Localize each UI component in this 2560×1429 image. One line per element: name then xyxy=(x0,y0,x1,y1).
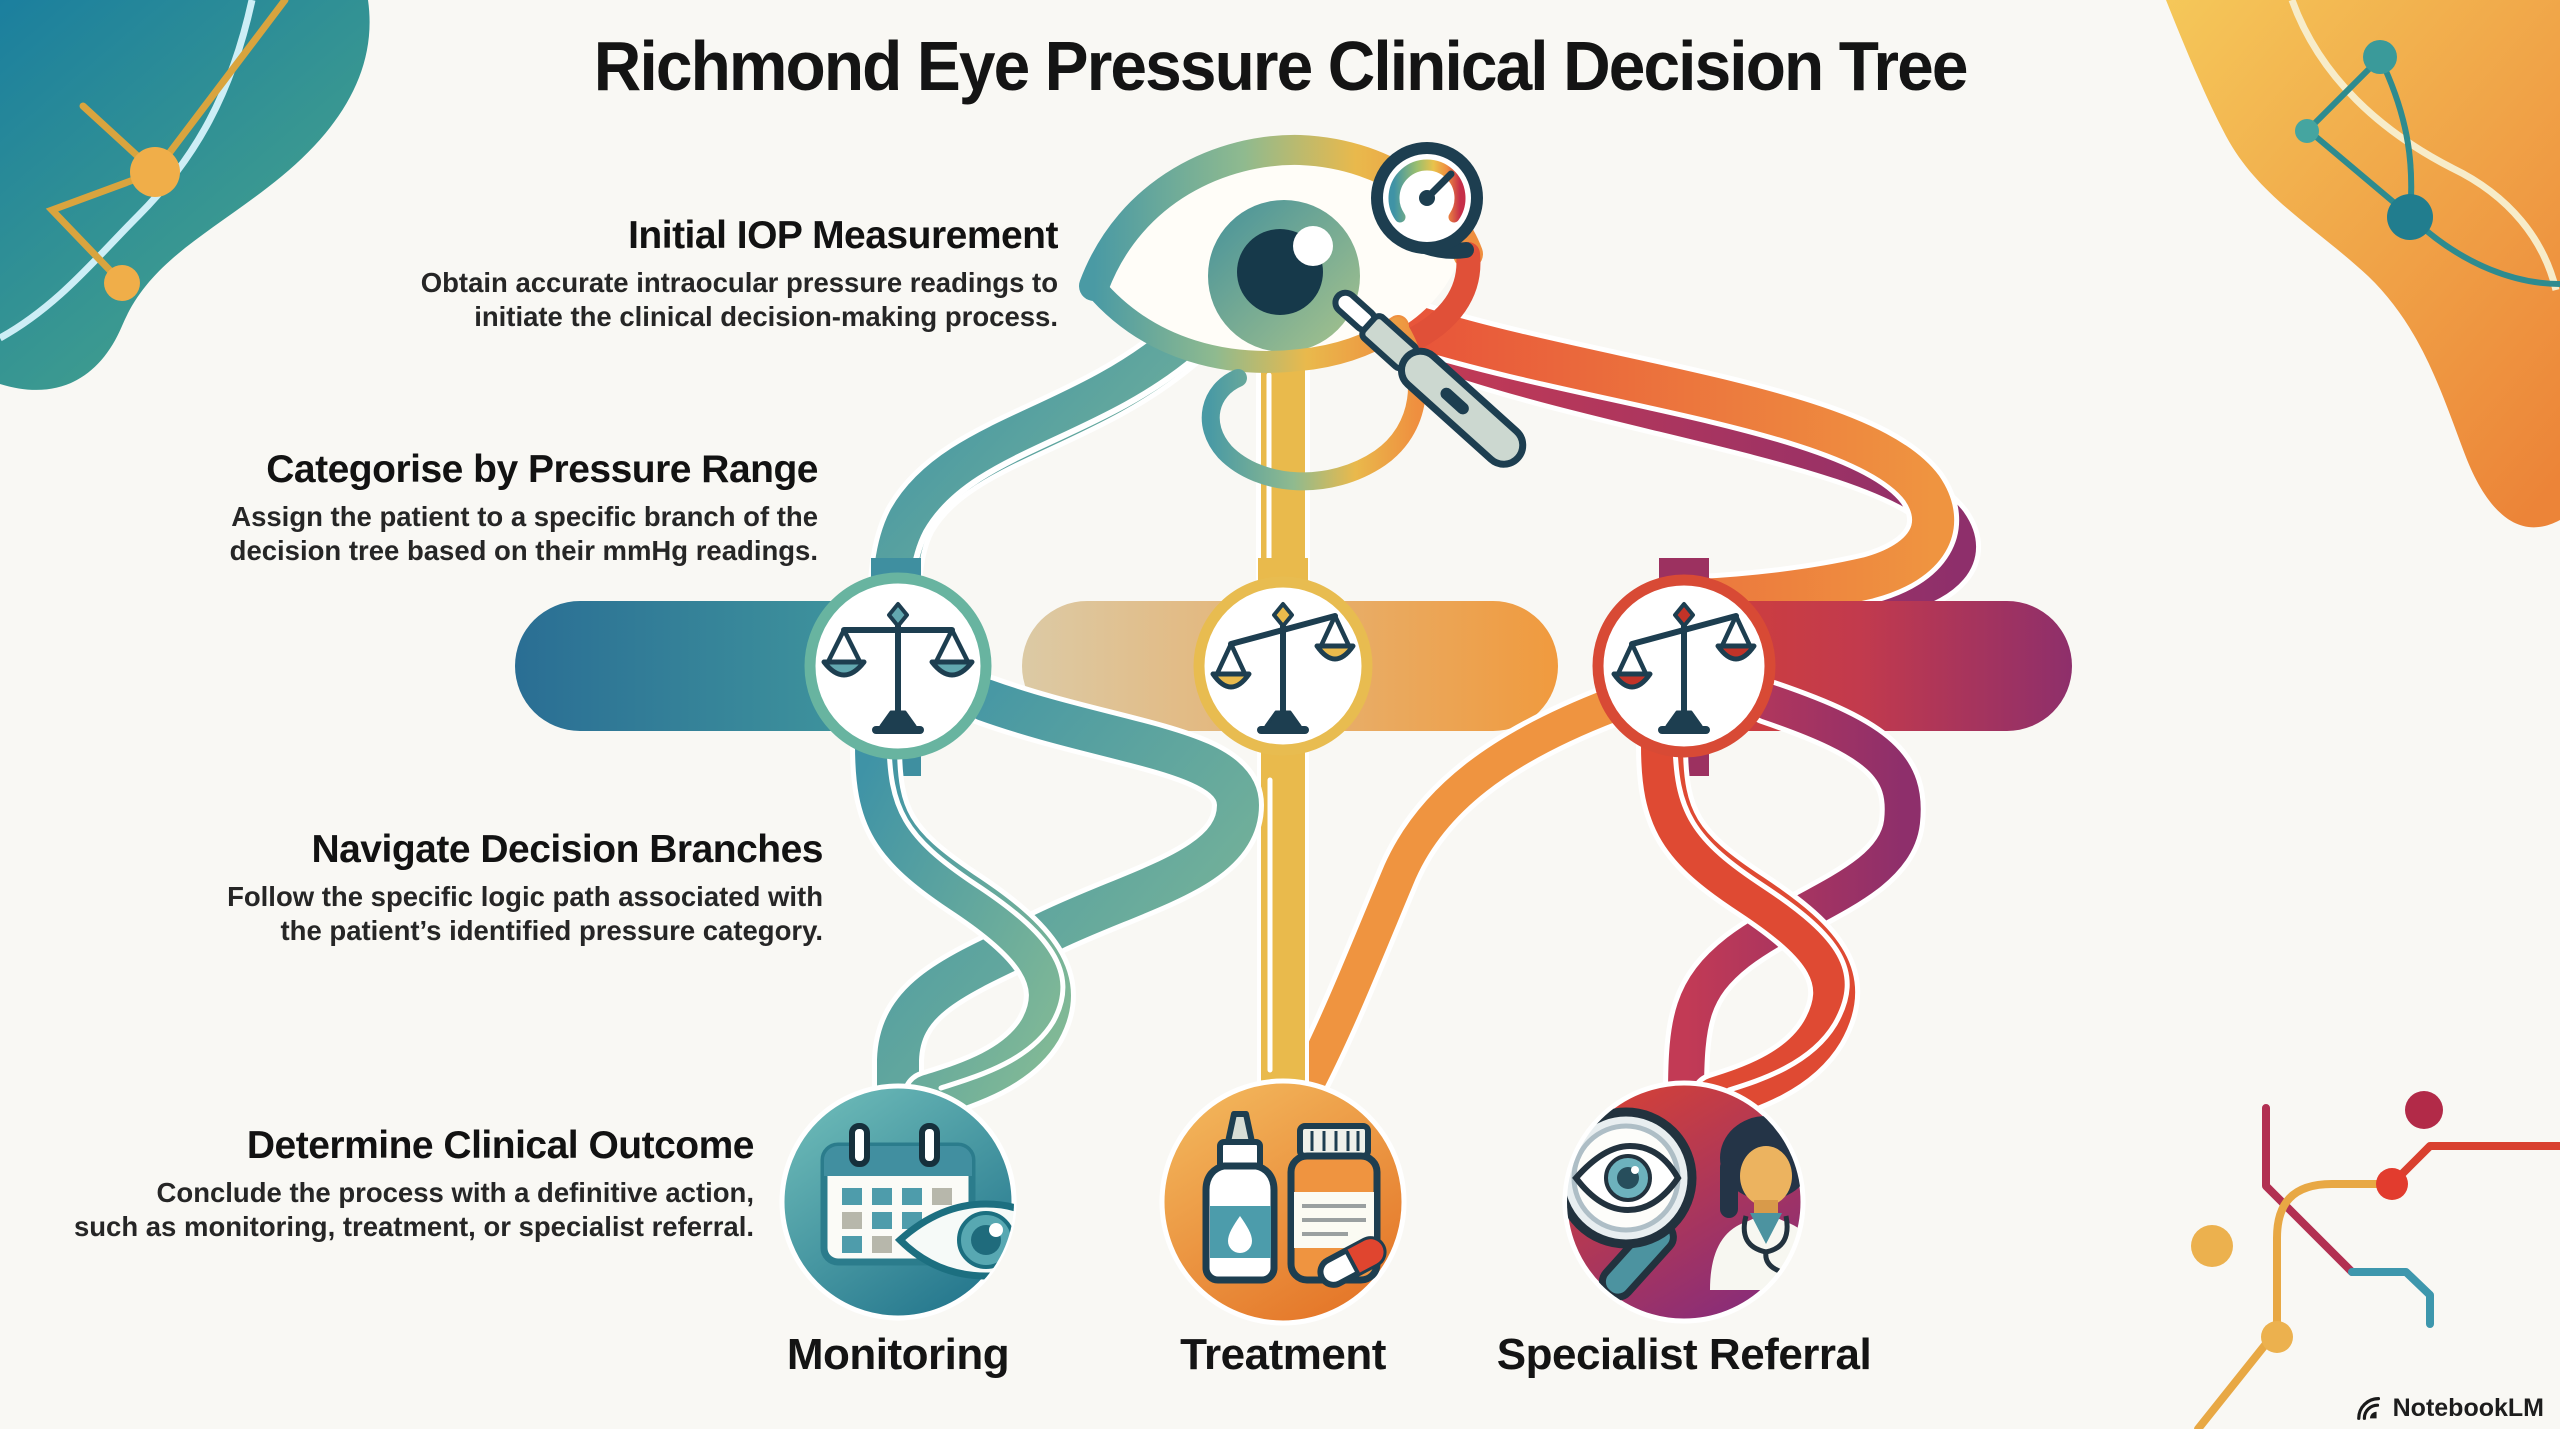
decision-node-medium xyxy=(1193,576,1373,756)
page-title: Richmond Eye Pressure Clinical Decision … xyxy=(593,27,1969,105)
corner-decoration-top-left xyxy=(0,0,370,390)
decision-node-low xyxy=(804,572,992,760)
balance-scale-icon xyxy=(821,602,975,734)
decision-node-high xyxy=(1592,574,1776,758)
outcome-node-monitoring xyxy=(779,1083,1017,1321)
balance-scale-icon xyxy=(1611,602,1757,734)
outcome-label-monitoring: Monitoring xyxy=(786,1330,1010,1379)
step-description: Follow the specific logic path associate… xyxy=(227,881,823,947)
notebooklm-logo-text: NotebookLM xyxy=(2392,1393,2544,1422)
step-description: Conclude the process with a definitive a… xyxy=(73,1177,754,1243)
eye-drops-icon xyxy=(1202,1111,1278,1284)
balance-scale-icon xyxy=(1210,602,1356,734)
tonometer-icon xyxy=(1332,289,1527,468)
step-categorise-by-pressure-range: Categorise by Pressure Range Assign the … xyxy=(118,448,819,568)
step-heading: Navigate Decision Branches xyxy=(311,828,823,871)
step-description: Assign the patient to a specific branch … xyxy=(229,501,818,567)
step-determine-clinical-outcome: Determine Clinical Outcome Conclude the … xyxy=(14,1124,755,1244)
outcome-node-specialist xyxy=(1562,1080,1806,1324)
outcome-label-treatment: Treatment xyxy=(1180,1330,1386,1379)
outcome-label-specialist-referral: Specialist Referral xyxy=(1496,1330,1872,1379)
pressure-gauge-icon xyxy=(1371,142,1483,259)
step-initial-iop-measurement: Initial IOP Measurement Obtain accurate … xyxy=(358,214,1059,334)
branch-ribbons-bottom xyxy=(850,674,1926,1124)
step-description: Obtain accurate intraocular pressure rea… xyxy=(420,267,1058,333)
doctor-icon xyxy=(1710,1116,1801,1290)
step-heading: Determine Clinical Outcome xyxy=(246,1124,755,1167)
calendar-eye-icon xyxy=(820,1123,1014,1280)
step-heading: Categorise by Pressure Range xyxy=(266,448,818,491)
step-navigate-decision-branches: Navigate Decision Branches Follow the sp… xyxy=(123,828,823,948)
notebooklm-brand: NotebookLM xyxy=(2355,1393,2544,1423)
notebooklm-logo-icon xyxy=(2356,1397,2380,1420)
magnifier-eye-icon xyxy=(1567,1107,1697,1301)
outcome-node-treatment xyxy=(1159,1078,1407,1326)
corner-decoration-bottom-right xyxy=(2191,1091,2560,1429)
step-heading: Initial IOP Measurement xyxy=(628,214,1058,257)
pill-bottle-icon xyxy=(1287,1123,1387,1288)
corner-decoration-top-right xyxy=(2148,0,2560,528)
